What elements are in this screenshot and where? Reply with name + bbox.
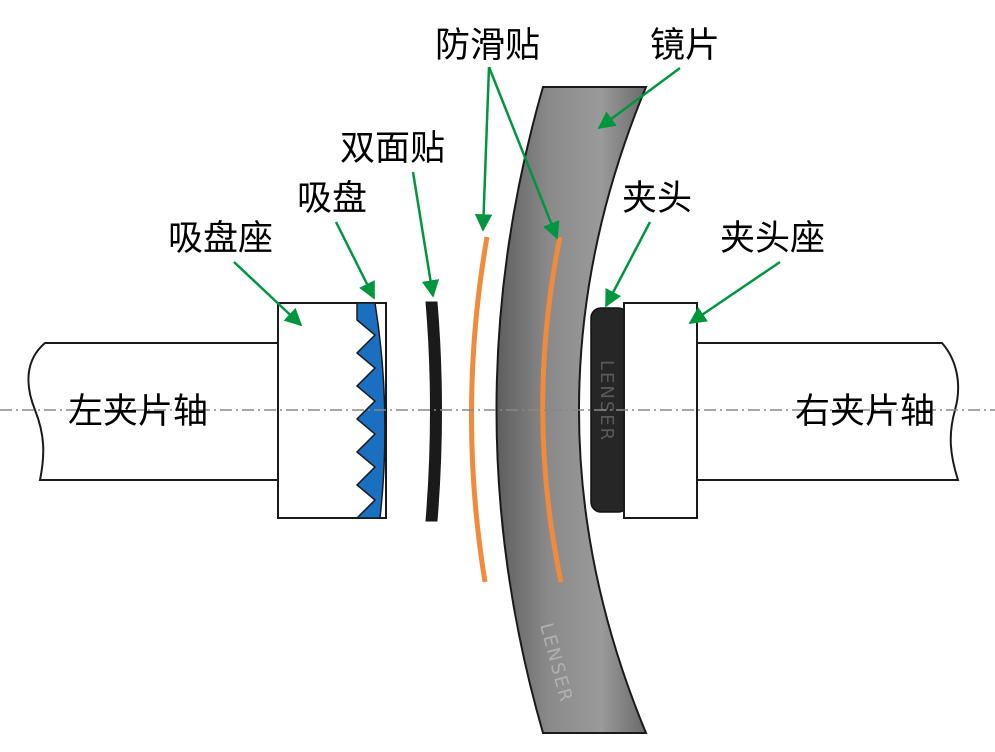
arrow-chuck-seat [688, 260, 781, 325]
arrow-lens [597, 66, 681, 130]
arrow-suction-cup [334, 221, 376, 300]
arrow-anti-slip-left [474, 66, 493, 232]
suction-cup [355, 302, 386, 519]
chuck-watermark: LENSER [596, 360, 617, 442]
arrow-chuck [604, 221, 652, 308]
arrow-suction-cup-seat [233, 261, 303, 327]
right-spindle-label: 右夹片轴 [795, 392, 935, 432]
anti-slip-pad-right [540, 236, 564, 583]
lens [495, 86, 648, 734]
double-sided-tape-label: 双面贴 [340, 129, 445, 169]
left-spindle-label: 左夹片轴 [68, 392, 208, 432]
chuck-seat-label: 夹头座 [720, 219, 825, 259]
anti-slip-pad-label: 防滑贴 [435, 26, 540, 66]
arrow-double-sided-tape [411, 171, 440, 298]
chuck-label: 夹头 [622, 179, 692, 219]
double-sided-tape [425, 301, 442, 522]
suction-cup-seat-label: 吸盘座 [168, 219, 273, 259]
left-spindle [27, 342, 278, 481]
lens-label: 镜片 [650, 26, 720, 66]
suction-cup-label: 吸盘 [297, 179, 367, 219]
arrow-anti-slip-right [487, 66, 560, 240]
